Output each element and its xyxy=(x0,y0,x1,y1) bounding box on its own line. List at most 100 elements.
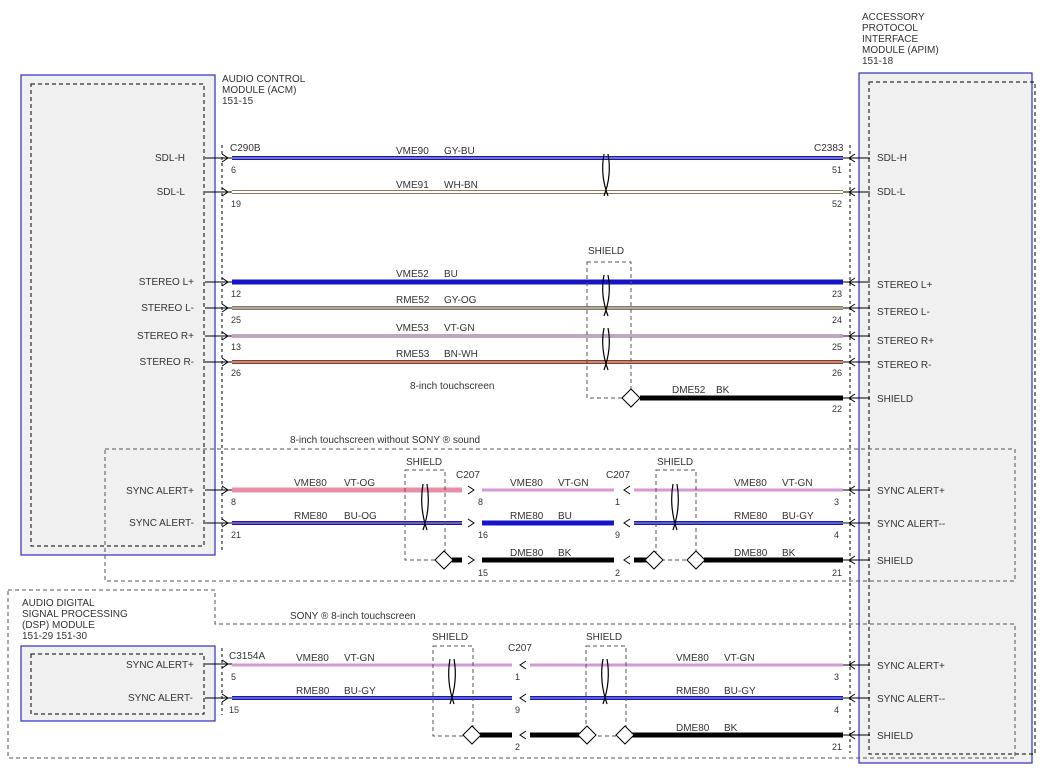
note-without-sony: 8-inch touchscreen without SONY ® sound xyxy=(290,435,480,446)
pin-sh2-right: 21 xyxy=(832,568,842,578)
note-sony: SONY ® 8-inch touchscreen xyxy=(290,611,416,622)
pin-sh2-c207b: 2 xyxy=(615,568,620,578)
apim-pin-sync-alert-plus-2: SYNC ALERT+ xyxy=(877,661,945,672)
wire-sa-p-b-circuit: VME80 xyxy=(510,478,543,489)
wire-sh2-b-circuit: DME80 xyxy=(510,548,544,559)
dsp-module-box xyxy=(20,645,216,722)
shield-label-sync-a: SHIELD xyxy=(406,457,442,468)
apim-label-line1: ACCESSORY xyxy=(862,12,925,23)
pin-sa-p-right: 3 xyxy=(834,497,839,507)
pin-sh2-c207a: 15 xyxy=(478,568,488,578)
shield-box-stereo xyxy=(586,261,632,399)
pin-stereo-lp-left: 12 xyxy=(231,289,241,299)
wire-stereo-lm-color: GY-OG xyxy=(444,295,477,306)
dsp-label-line1: AUDIO DIGITAL xyxy=(22,598,95,609)
acm-pin-stereo-rm: STEREO R- xyxy=(140,357,194,368)
wire-dsp-p-a-color: VT-GN xyxy=(344,653,375,664)
shield-drain-stereo xyxy=(621,388,641,408)
apim-label-line4: MODULE (APIM) xyxy=(862,45,939,56)
pin-sa-p-c207b: 1 xyxy=(615,497,620,507)
twisted-pair-sync-b xyxy=(671,483,679,531)
apim-pin-sdl-l: SDL-L xyxy=(877,187,906,198)
wire-sdl-l-circuit: VME91 xyxy=(396,180,429,191)
wire-sdl-h-circuit: VME90 xyxy=(396,146,429,157)
wire-sa-m-b-color: BU xyxy=(558,511,572,522)
wire-sa-p-a-circuit: VME80 xyxy=(294,478,327,489)
pin-sa-m-right: 4 xyxy=(834,530,839,540)
shield-drain-sync-b1 xyxy=(644,550,664,570)
apim-label-line2: PROTOCOL xyxy=(862,23,918,34)
pin-dsp-m-left: 15 xyxy=(229,705,239,715)
pin-dsp-m-right: 4 xyxy=(834,705,839,715)
apim-pin-stereo-rp: STEREO R+ xyxy=(877,336,934,347)
apim-pin-arrows xyxy=(843,153,870,740)
pin-stereo-lm-right: 24 xyxy=(832,315,842,325)
dsp-pin-sync-alert-plus: SYNC ALERT+ xyxy=(126,660,194,671)
connector-c207-b: C207 xyxy=(606,470,630,481)
acm-label-line1: AUDIO CONTROL xyxy=(222,74,306,85)
acm-pin-stereo-lp: STEREO L+ xyxy=(139,277,194,288)
shield-label-dsp-b: SHIELD xyxy=(586,632,622,643)
connector-c290b: C290B xyxy=(230,143,261,154)
apim-pin-sync-alert-plus: SYNC ALERT+ xyxy=(877,486,945,497)
wire-stereo-lp-color: BU xyxy=(444,269,458,280)
wire-stereo-rp-color: VT-GN xyxy=(444,323,475,334)
apim-pin-shield-2: SHIELD xyxy=(877,556,913,567)
twisted-pair-dsp-b xyxy=(601,658,609,705)
shield-drain-dsp-b1 xyxy=(577,725,597,745)
wire-shield-color: BK xyxy=(716,385,730,396)
wire-sa-p-c-circuit: VME80 xyxy=(734,478,767,489)
acm-pin-stereo-rp: STEREO R+ xyxy=(137,331,194,342)
apim-pin-sync-alert-minus-2: SYNC ALERT-- xyxy=(877,694,945,705)
apim-pin-sync-alert-minus: SYNC ALERT-- xyxy=(877,519,945,530)
pin-sdl-h-left: 6 xyxy=(231,165,236,175)
wire-sa-p-a-color: VT-OG xyxy=(344,478,375,489)
shield-drain-dsp-b2 xyxy=(615,725,635,745)
apim-pin-shield: SHIELD xyxy=(877,394,913,405)
pin-dsp-m-c207: 9 xyxy=(515,705,520,715)
dsp-label-line4: 151-29 151-30 xyxy=(22,631,87,642)
pin-sa-p-left: 8 xyxy=(231,497,236,507)
apim-pin-stereo-lp: STEREO L+ xyxy=(877,280,932,291)
pin-stereo-rp-right: 25 xyxy=(832,342,842,352)
pin-stereo-lp-right: 23 xyxy=(832,289,842,299)
apim-label-line5: 151-18 xyxy=(862,56,894,67)
twisted-pair-stereo-r xyxy=(602,327,610,371)
pin-stereo-lm-left: 25 xyxy=(231,315,241,325)
wire-sa-m-c-circuit: RME80 xyxy=(734,511,768,522)
pin-dsp-p-left: 5 xyxy=(231,672,236,682)
wire-stereo-lp-circuit: VME52 xyxy=(396,269,429,280)
twisted-pair-dsp-a xyxy=(448,658,456,705)
pin-sdl-h-right: 51 xyxy=(832,165,842,175)
pin-sa-m-c207a: 16 xyxy=(478,530,488,540)
wire-dsp-m-a-color: BU-GY xyxy=(344,686,376,697)
acm-inner-dashed xyxy=(30,83,205,547)
apim-inner-dashed xyxy=(868,81,1036,755)
connector-c3154a: C3154A xyxy=(229,651,265,662)
pin-stereo-rp-left: 13 xyxy=(231,342,241,352)
wire-sa-p-b-color: VT-GN xyxy=(558,478,589,489)
shield-drain-dsp-a xyxy=(462,725,482,745)
wire-sa-m-c-color: BU-GY xyxy=(782,511,814,522)
shield-drain-sync-a xyxy=(434,550,454,570)
wire-stereo-rm-circuit: RME53 xyxy=(396,349,430,360)
twisted-pair-sync-a xyxy=(421,483,429,531)
without-sony-region xyxy=(104,448,1016,582)
apim-pin-stereo-rm: STEREO R- xyxy=(877,360,931,371)
wire-dsp-m-c-color: BU-GY xyxy=(724,686,756,697)
wire-sa-m-b-circuit: RME80 xyxy=(510,511,544,522)
wire-sh2-c-color: BK xyxy=(782,548,796,559)
wire-sa-p-c-color: VT-GN xyxy=(782,478,813,489)
wire-dsp-p-c-circuit: VME80 xyxy=(676,653,709,664)
wire-dsp-p-a-circuit: VME80 xyxy=(296,653,329,664)
wire-dsp-m-c-circuit: RME80 xyxy=(676,686,710,697)
shield-box-sync-a xyxy=(404,469,446,561)
apim-pin-stereo-lm: STEREO L- xyxy=(877,307,930,318)
shield-box-dsp-b xyxy=(585,645,627,737)
wire-stereo-rp-circuit: VME53 xyxy=(396,323,429,334)
pin-sdl-l-left: 19 xyxy=(231,199,241,209)
pin-sa-p-c207a: 8 xyxy=(478,497,483,507)
pin-sa-m-c207b: 9 xyxy=(615,530,620,540)
pin-sdl-l-right: 52 xyxy=(832,199,842,209)
dsp-pin-sync-alert-minus: SYNC ALERT- xyxy=(128,693,193,704)
